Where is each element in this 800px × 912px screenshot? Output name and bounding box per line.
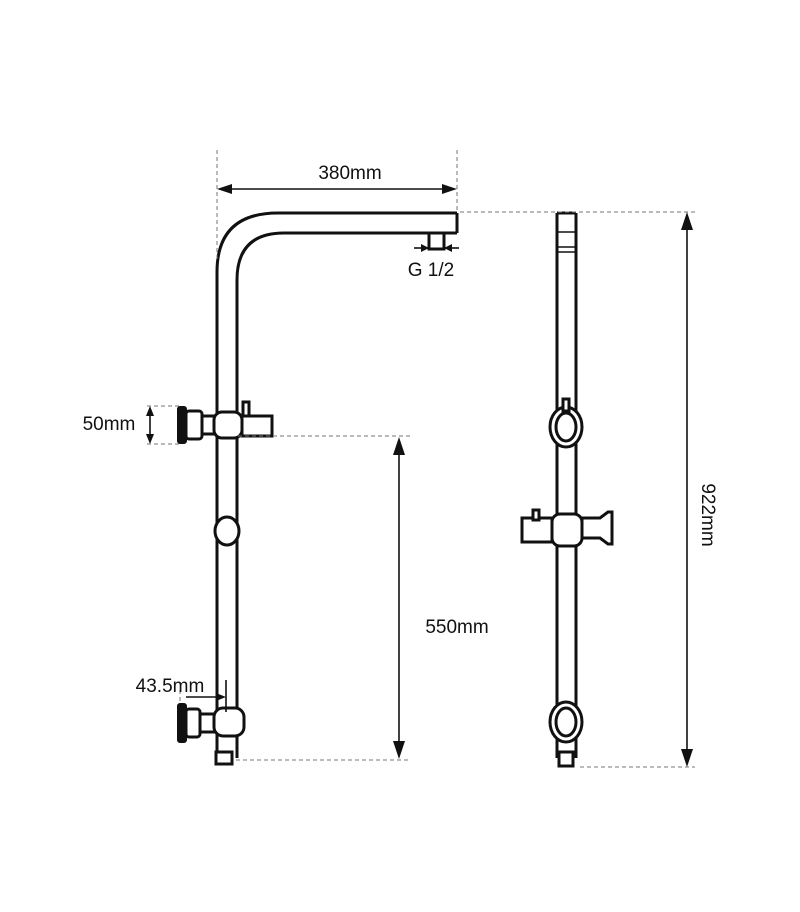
side-rail bbox=[555, 213, 578, 758]
upper-wall-bracket bbox=[177, 400, 274, 444]
thread-label: G 1/2 bbox=[408, 260, 454, 281]
total-height-dimension: 922mm bbox=[681, 212, 718, 767]
dimension-guides bbox=[147, 150, 695, 768]
thread-dimension: G 1/2 bbox=[408, 244, 459, 281]
front-slider-knob bbox=[213, 515, 241, 547]
arm-length-dimension: 380mm bbox=[217, 163, 457, 194]
bracket-height-dimension: 50mm bbox=[83, 406, 154, 444]
arm-length-label: 380mm bbox=[318, 163, 381, 184]
bracket-height-label: 50mm bbox=[83, 414, 136, 435]
side-lower-rosette bbox=[548, 700, 584, 744]
rail-spacing-dimension: 550mm bbox=[393, 437, 489, 759]
bracket-offset-dimension: 43.5mm bbox=[136, 676, 227, 712]
side-bottom-cap bbox=[557, 750, 575, 768]
side-upper-rosette bbox=[548, 397, 584, 449]
side-view bbox=[520, 211, 614, 768]
side-shower-holder bbox=[520, 508, 614, 548]
riser-pipe-right-edge bbox=[235, 231, 457, 758]
front-bottom-cap bbox=[214, 750, 234, 766]
front-view bbox=[177, 211, 459, 766]
riser-pipe-left-edge bbox=[215, 211, 457, 758]
shower-head-connector bbox=[427, 231, 446, 251]
total-height-label: 922mm bbox=[697, 483, 718, 546]
lower-wall-bracket bbox=[177, 703, 246, 743]
rail-spacing-label: 550mm bbox=[425, 617, 488, 638]
bracket-offset-label: 43.5mm bbox=[136, 676, 205, 697]
